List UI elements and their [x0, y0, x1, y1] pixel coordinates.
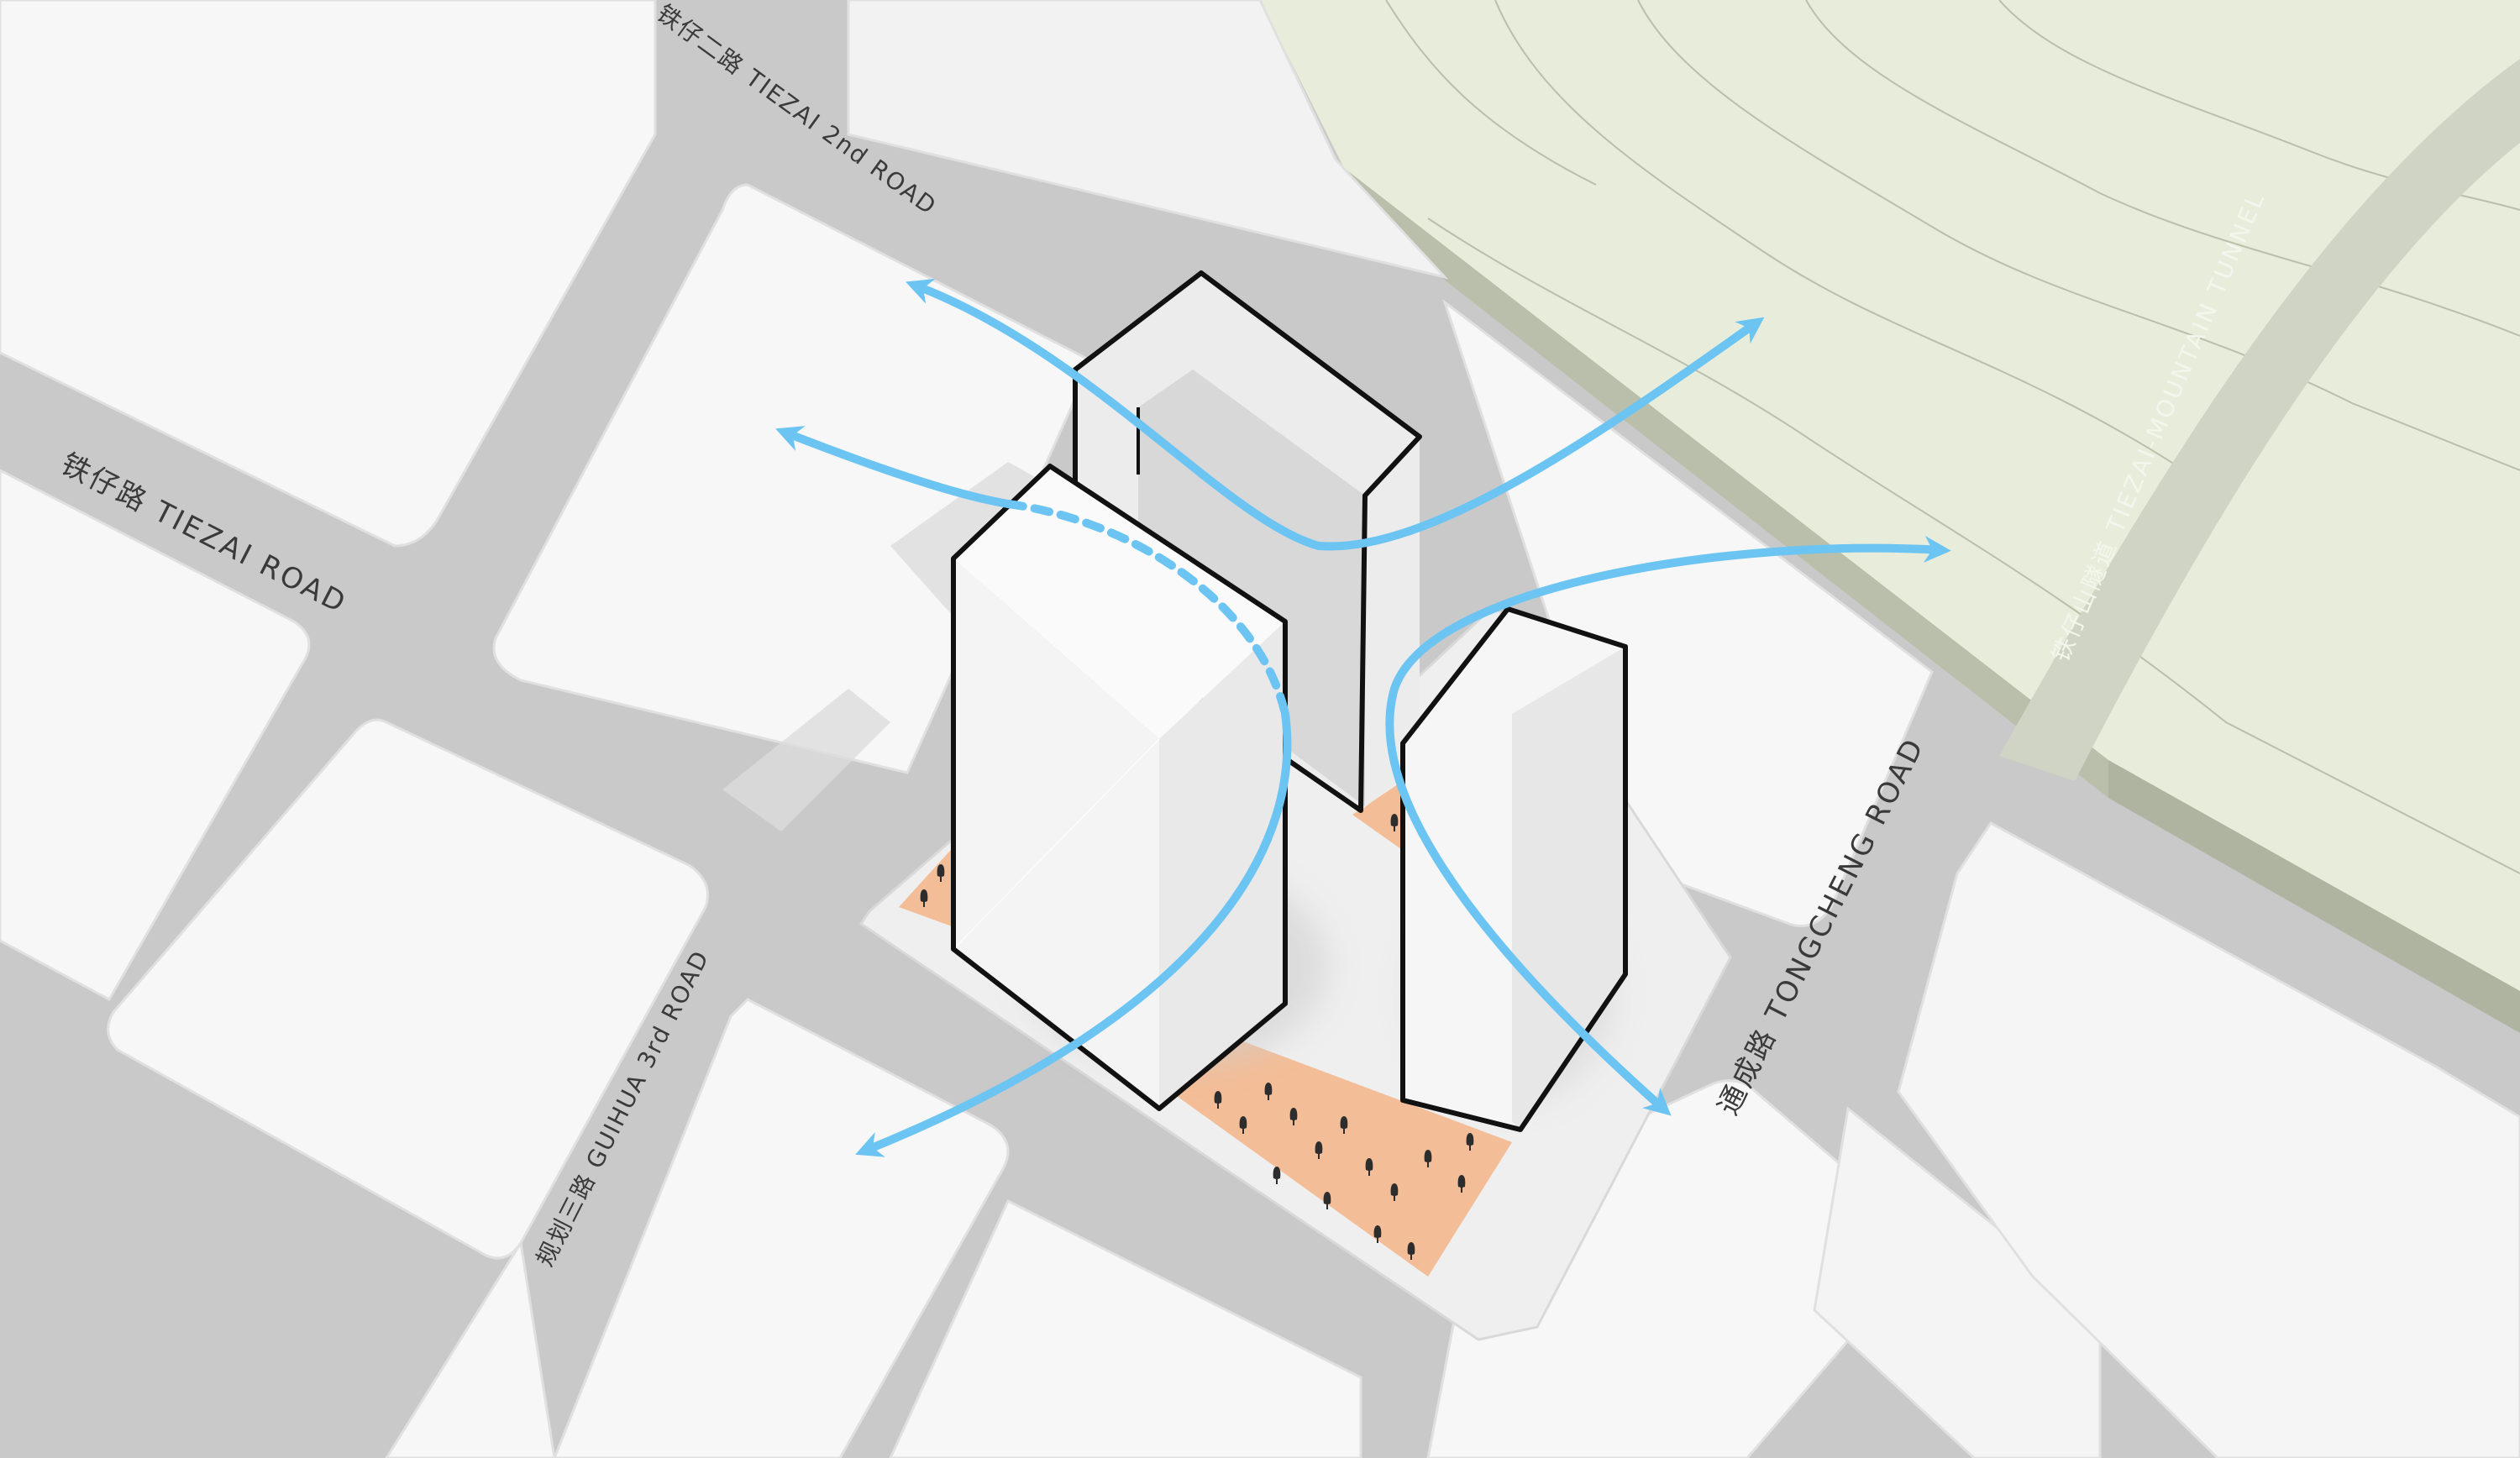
wind-flow — [775, 278, 1951, 1157]
wind-arrow-icon — [775, 426, 1012, 508]
wind-arrow-icon — [1385, 535, 1951, 1116]
wind-arrow-icon — [1004, 500, 1289, 718]
wind-arrow-icon — [855, 710, 1292, 1157]
tower-front-right — [1400, 606, 1628, 1132]
tower-front-left — [951, 464, 1288, 1111]
wind-arrow-icon — [906, 278, 1765, 551]
